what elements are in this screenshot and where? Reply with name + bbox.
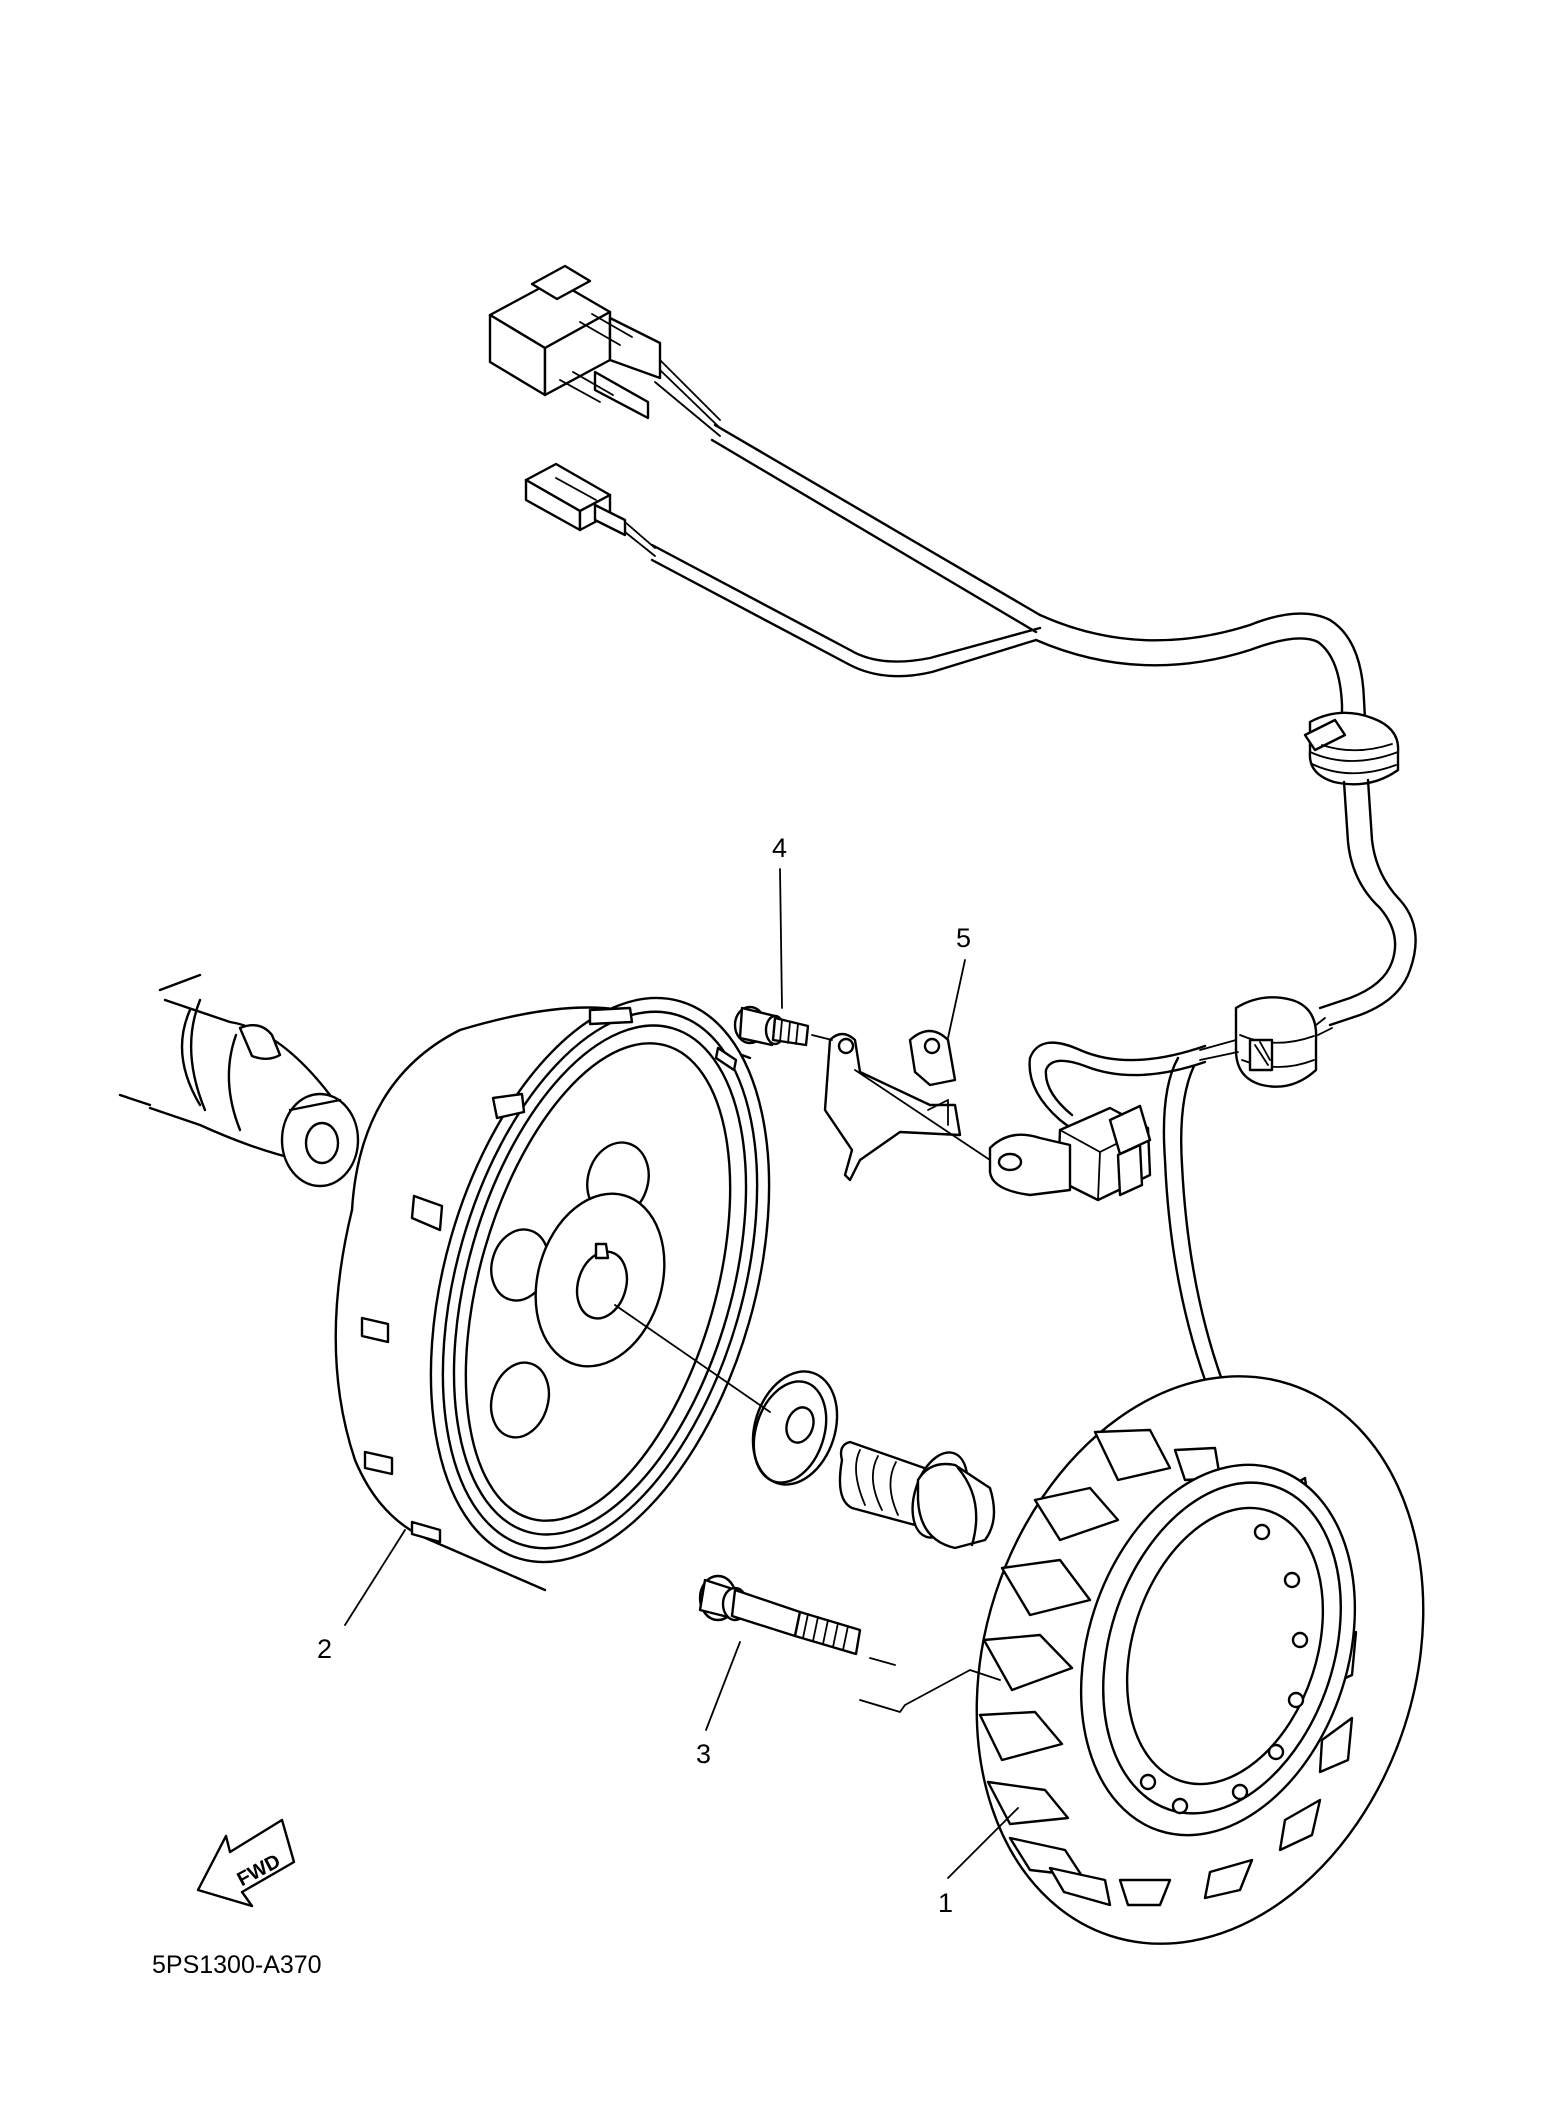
stator-bolt-holes — [1139, 1523, 1309, 1815]
callout-3: 3 — [696, 1739, 711, 1769]
callout-leader-lines — [344, 868, 1019, 1879]
bracket-screw — [733, 1005, 810, 1047]
lead-holder-bracket — [823, 1029, 962, 1182]
pickup-coil-plate — [988, 1133, 1072, 1197]
rotor-magnet-tabs — [360, 1006, 738, 1544]
stator-bolt — [698, 1574, 862, 1656]
washer — [751, 1370, 839, 1486]
grommet-upper — [1303, 711, 1400, 786]
coupler-2pin — [524, 462, 627, 537]
forward-direction-arrow: FWD — [196, 1818, 296, 1908]
wire-harness — [488, 264, 1417, 1548]
callout-numbers: 1 2 3 4 5 — [317, 833, 971, 1918]
assembly-alignment-lines — [614, 1034, 1001, 1713]
callout-1: 1 — [938, 1888, 953, 1918]
stator-coil — [975, 1375, 1425, 1945]
callout-5: 5 — [956, 923, 971, 953]
callout-2: 2 — [317, 1634, 332, 1664]
rotor-flywheel — [334, 996, 771, 1592]
drawing-code: 5PS1300-A370 — [152, 1951, 322, 1979]
callout-4: 4 — [772, 833, 787, 863]
grommet-lower — [1234, 996, 1318, 1088]
pickup-coil-connector — [1056, 1104, 1152, 1202]
crankshaft — [118, 973, 360, 1188]
rotor-bolt — [838, 1440, 996, 1550]
coupler-4pin — [488, 264, 662, 420]
